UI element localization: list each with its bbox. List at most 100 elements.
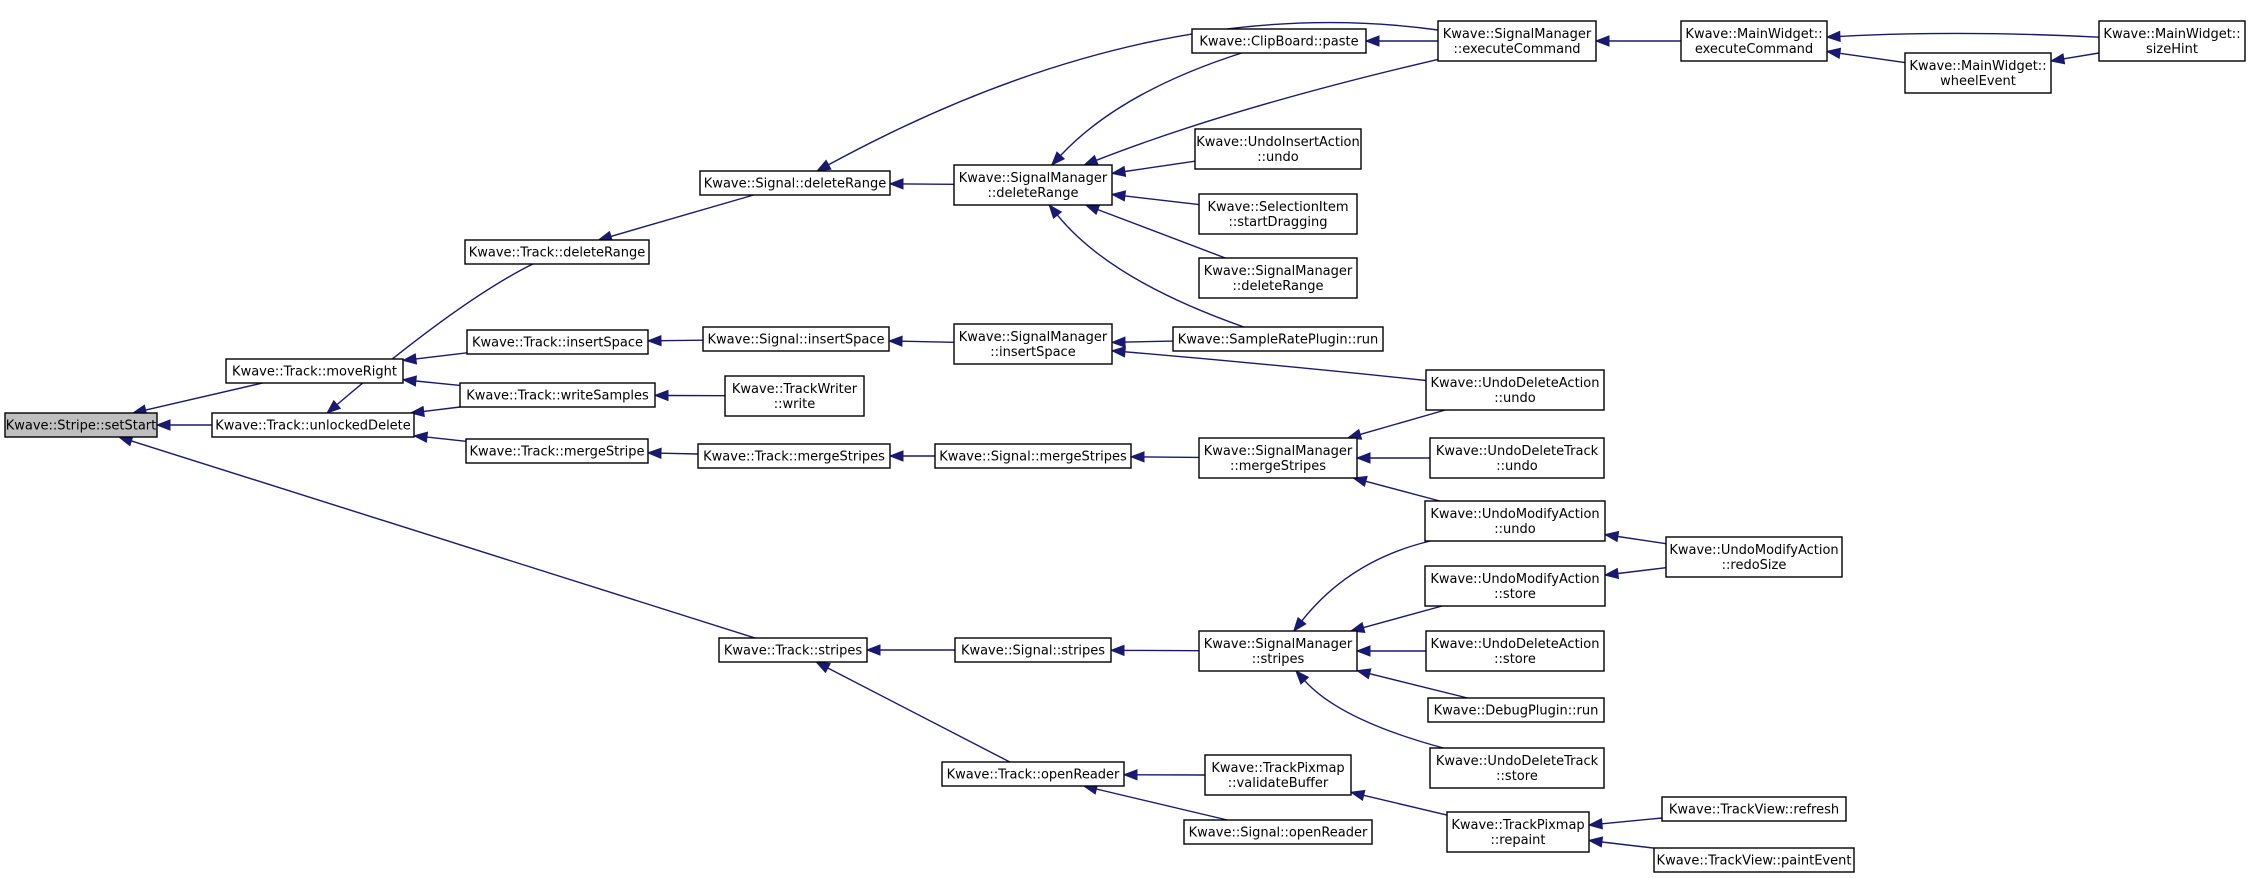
- node-track-deleteRange[interactable]: Kwave::Track::deleteRange: [464, 239, 650, 265]
- edge-line: [1143, 456, 1200, 459]
- node-box: [2098, 20, 2246, 62]
- node-debug-run[interactable]: Kwave::DebugPlugin::run: [1427, 697, 1605, 723]
- node-sm-stripes[interactable]: Kwave::SignalManager::stripes: [1198, 630, 1358, 672]
- edge-line: [145, 382, 263, 411]
- edge-line: [1124, 160, 1196, 173]
- node-stripe-setStart[interactable]: Kwave::Stripe::setStart: [4, 412, 158, 438]
- node-udt-store[interactable]: Kwave::UndoDeleteTrack::store: [1429, 747, 1605, 789]
- node-label: ::undo: [1494, 391, 1535, 406]
- node-label: executeCommand: [1695, 42, 1813, 57]
- arrowhead-icon: [326, 399, 342, 414]
- node-track-mergeStripes[interactable]: Kwave::Track::mergeStripes: [697, 443, 891, 469]
- node-track-openReader[interactable]: Kwave::Track::openReader: [941, 761, 1125, 787]
- edge-mw_sizeHint-to-mw_executeCommand: [1825, 30, 2100, 43]
- node-box: [718, 637, 868, 663]
- node-signal-insertSpace[interactable]: Kwave::Signal::insertSpace: [702, 326, 890, 352]
- node-track-unlockedDelete[interactable]: Kwave::Track::unlockedDelete: [211, 412, 415, 438]
- arrowhead-icon: [1110, 346, 1126, 358]
- node-tv-paintEvent[interactable]: Kwave::TrackView::paintEvent: [1653, 847, 1855, 873]
- node-label: ::insertSpace: [990, 345, 1075, 360]
- node-mw-wheelEvent[interactable]: Kwave::MainWidget::wheelEvent: [1904, 52, 2052, 94]
- node-track-insertSpace[interactable]: Kwave::Track::insertSpace: [466, 329, 649, 355]
- node-signal-stripes[interactable]: Kwave::Signal::stripes: [954, 637, 1112, 663]
- node-tv-refresh[interactable]: Kwave::TrackView::refresh: [1661, 796, 1847, 822]
- edge-track_moveRight-to-stripe_setStart: [131, 382, 263, 416]
- edge-line: [1097, 208, 1226, 259]
- node-label: Kwave::MainWidget::: [1909, 59, 2046, 74]
- node-sm-deleteRange[interactable]: Kwave::SignalManager::deleteRange: [953, 164, 1113, 206]
- edge-uma_store-to-sm_stripes: [1349, 605, 1443, 633]
- node-signal-mergeStripes[interactable]: Kwave::Signal::mergeStripes: [934, 443, 1132, 469]
- node-box: [954, 637, 1112, 663]
- arrowhead-icon: [1603, 567, 1620, 580]
- node-sm-executeCommand[interactable]: Kwave::SignalManager::executeCommand: [1437, 20, 1597, 62]
- arrowhead-icon: [1110, 190, 1127, 202]
- edge-line: [423, 406, 461, 413]
- edge-mw_wheelEvent-to-mw_executeCommand: [1825, 47, 1906, 64]
- node-tp-repaint[interactable]: Kwave::TrackPixmap::repaint: [1446, 811, 1590, 853]
- arrowhead-icon: [1110, 165, 1127, 178]
- edge-sm_executeCommand-to-clipboard_paste: [1364, 35, 1438, 47]
- edge-track_writeSamples-to-track_moveRight: [401, 375, 461, 387]
- edge-debug_run-to-sm_stripes: [1355, 668, 1468, 699]
- node-clipboard-paste[interactable]: Kwave::ClipBoard::paste: [1191, 28, 1367, 54]
- node-track-moveRight[interactable]: Kwave::Track::moveRight: [225, 358, 404, 384]
- arrowhead-icon: [1349, 789, 1366, 802]
- node-box: [1424, 500, 1606, 542]
- node-label: Kwave::Track::deleteRange: [469, 246, 646, 261]
- node-signal-openReader[interactable]: Kwave::Signal::openReader: [1183, 819, 1373, 845]
- arrowhead-icon: [1364, 35, 1380, 47]
- node-uia-undo[interactable]: Kwave::UndoInsertAction::undo: [1194, 128, 1362, 170]
- node-sm-mergeStripes[interactable]: Kwave::SignalManager::mergeStripes: [1198, 437, 1358, 479]
- node-box: [1425, 369, 1605, 411]
- node-label: Kwave::UndoModifyAction: [1669, 543, 1838, 558]
- arrowhead-icon: [1110, 336, 1126, 348]
- node-udt-undo[interactable]: Kwave::UndoDeleteTrack::undo: [1429, 437, 1605, 479]
- node-box: [1183, 819, 1373, 845]
- node-box: [464, 239, 650, 265]
- edge-trackwriter_write-to-track_writeSamples: [653, 389, 726, 402]
- node-label: ::validateBuffer: [1228, 776, 1329, 791]
- edge-clipboard_paste-to-sm_deleteRange: [1050, 52, 1242, 167]
- arrowhead-icon: [1355, 668, 1372, 680]
- node-label: ::store: [1496, 769, 1538, 784]
- node-label: Kwave::TrackView::paintEvent: [1657, 854, 1852, 869]
- edge-line: [1124, 340, 1174, 343]
- node-uda-store[interactable]: Kwave::UndoDeleteAction::store: [1425, 630, 1605, 672]
- arrowhead-icon: [1587, 818, 1603, 830]
- node-track-writeSamples[interactable]: Kwave::Track::writeSamples: [459, 382, 656, 408]
- node-mw-executeCommand[interactable]: Kwave::MainWidget::executeCommand: [1680, 20, 1828, 62]
- node-mw-sizeHint[interactable]: Kwave::MainWidget::sizeHint: [2098, 20, 2246, 62]
- node-label: Kwave::UndoModifyAction: [1430, 507, 1599, 522]
- node-label: ::undo: [1257, 150, 1298, 165]
- node-trackwriter-write[interactable]: Kwave::TrackWriter::write: [724, 375, 865, 417]
- node-box: [1191, 28, 1367, 54]
- edge-sm_mergeStripes-to-signal_mergeStripes: [1129, 451, 1200, 463]
- node-label: Kwave::TrackPixmap: [1211, 761, 1344, 776]
- node-tp-validateBuffer[interactable]: Kwave::TrackPixmap::validateBuffer: [1204, 754, 1352, 796]
- node-uma-redoSize[interactable]: Kwave::UndoModifyAction::redoSize: [1665, 536, 1843, 578]
- edge-line: [828, 21, 1439, 166]
- node-box: [934, 443, 1132, 469]
- edge-uda_store-to-sm_stripes: [1355, 645, 1426, 657]
- edge-uda_undo-to-sm_insertSpace: [1110, 346, 1427, 382]
- node-signal-deleteRange[interactable]: Kwave::Signal::deleteRange: [699, 170, 891, 196]
- edge-uda_undo-to-sm_mergeStripes: [1346, 409, 1446, 440]
- edge-srp_run-to-sm_deleteRange: [1048, 203, 1245, 328]
- node-si-startDragging[interactable]: Kwave::SelectionItem::startDragging: [1198, 193, 1358, 235]
- edge-mw_executeCommand-to-sm_executeCommand: [1594, 35, 1681, 47]
- node-uda-undo[interactable]: Kwave::UndoDeleteAction::undo: [1425, 369, 1605, 411]
- node-sm-insertSpace[interactable]: Kwave::SignalManager::insertSpace: [953, 323, 1113, 365]
- node-label: Kwave::SignalManager: [1443, 27, 1592, 42]
- node-box: [4, 412, 158, 438]
- arrowhead-icon: [1050, 151, 1066, 167]
- node-box: [702, 326, 890, 352]
- node-srp-run[interactable]: Kwave::SampleRatePlugin::run: [1172, 326, 1384, 352]
- node-uma-store[interactable]: Kwave::UndoModifyAction::store: [1424, 565, 1606, 607]
- node-sm-deleteRange2[interactable]: Kwave::SignalManager::deleteRange: [1198, 257, 1358, 299]
- edge-sm_deleteRange-to-signal_deleteRange: [888, 178, 955, 190]
- node-track-stripes[interactable]: Kwave::Track::stripes: [718, 637, 868, 663]
- node-track-mergeStripe[interactable]: Kwave::Track::mergeStripe: [465, 438, 649, 464]
- node-uma-undo[interactable]: Kwave::UndoModifyAction::undo: [1424, 500, 1606, 542]
- edge-tp_repaint-to-tp_validateBuffer: [1349, 789, 1448, 816]
